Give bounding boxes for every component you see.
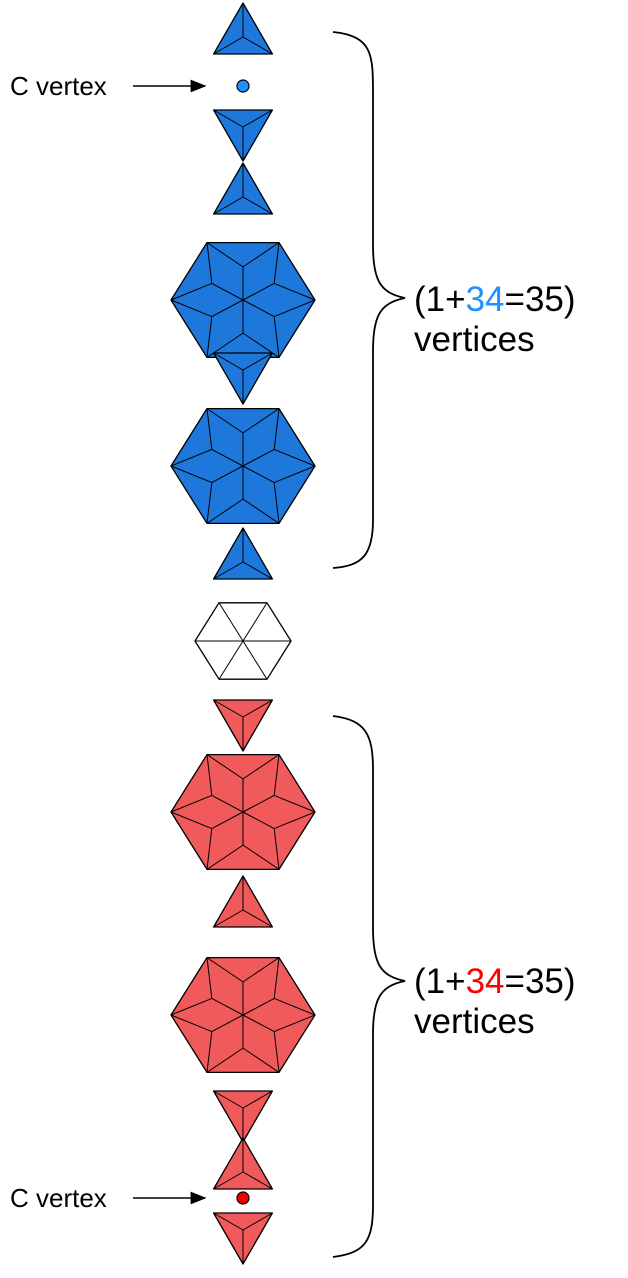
shape-stack <box>170 2 316 1265</box>
bottom-brace-group <box>332 715 406 1258</box>
top-count-unit: vertices <box>414 320 535 359</box>
stack-triangle-down-red-10 <box>212 699 274 752</box>
stack-hexagon-blue-7 <box>170 407 316 525</box>
bottom-brace <box>332 715 406 1258</box>
bottom-count-highlight: 34 <box>465 962 505 1001</box>
top-c-vertex-label: C vertex <box>10 71 107 101</box>
top-count-highlight: 34 <box>465 280 505 319</box>
stack-triangle-down-blue-6 <box>212 352 274 405</box>
bottom-c-vertex-label: C vertex <box>10 1183 107 1213</box>
bottom-vertex-count-label: (1+34=35) vertices <box>414 962 576 1042</box>
stack-triangle-up-red-15 <box>212 1137 274 1190</box>
bottom-count-prefix: (1+ <box>414 962 466 1001</box>
stack-hexagon-red-11 <box>170 753 316 871</box>
top-brace-group <box>332 31 406 569</box>
stack-triangle-up-red-12 <box>212 875 274 928</box>
top-count-formula: (1+34=35) <box>414 280 576 320</box>
top-brace <box>332 31 406 569</box>
stack-triangle-up-blue-1 <box>212 2 274 55</box>
bottom-count-unit: vertices <box>414 1002 535 1041</box>
c-vertex-dot-blue <box>236 79 250 93</box>
stack-hexagon-white-9 <box>194 602 292 680</box>
c-vertex-dot-red <box>236 1191 250 1205</box>
top-vertex-count-label: (1+34=35) vertices <box>414 280 576 360</box>
stack-triangle-up-blue-4 <box>212 162 274 215</box>
stack-triangle-down-red-17 <box>212 1212 274 1265</box>
stack-hexagon-red-13 <box>170 956 316 1074</box>
top-count-prefix: (1+ <box>414 280 466 319</box>
stack-hexagon-blue-5 <box>170 241 316 359</box>
stack-triangle-up-blue-8 <box>212 527 274 580</box>
stack-triangle-down-red-14 <box>212 1090 274 1143</box>
bottom-count-formula: (1+34=35) <box>414 962 576 1002</box>
top-count-suffix: =35) <box>504 280 576 319</box>
bottom-count-suffix: =35) <box>504 962 576 1001</box>
stack-triangle-down-blue-3 <box>212 109 274 162</box>
